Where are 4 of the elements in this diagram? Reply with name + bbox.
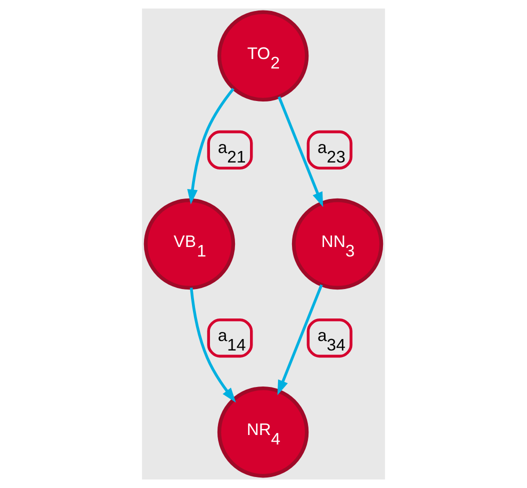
arrow [277,284,323,396]
arrow [278,96,324,208]
arrow [187,88,234,204]
arrow [190,288,236,403]
